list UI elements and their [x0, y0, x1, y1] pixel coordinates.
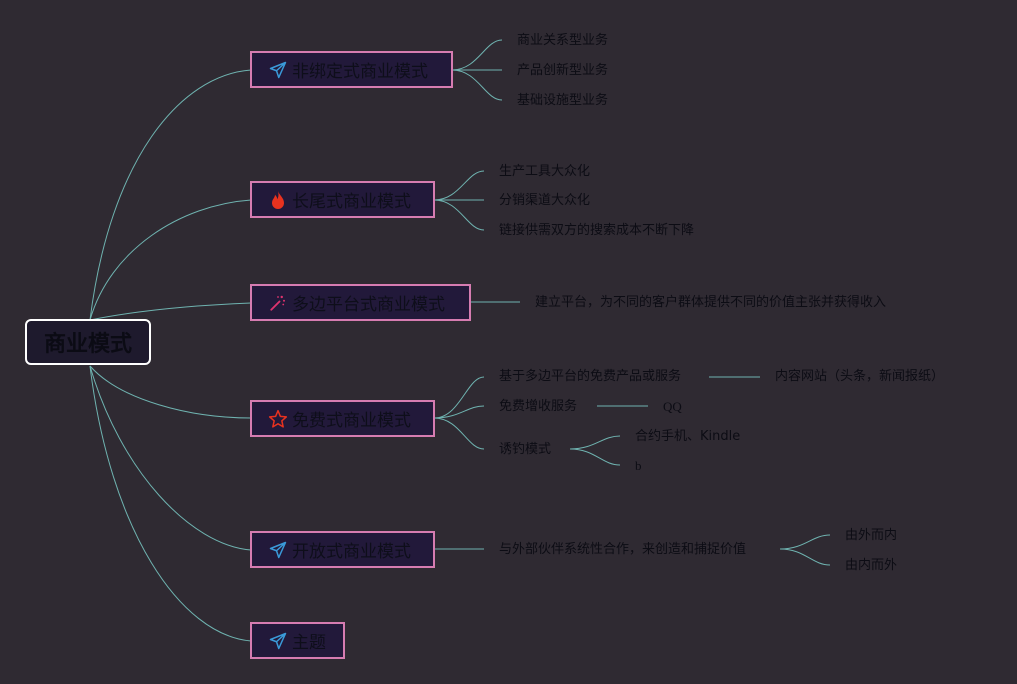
leaf-topic[interactable]: 诱钓模式: [499, 442, 552, 457]
leaf-topic[interactable]: 与外部伙伴系统性合作，来创造和捕捉价值: [499, 542, 747, 557]
paper-plane-icon: [268, 540, 288, 560]
branch-label: 主题: [292, 633, 326, 653]
leaf-topic[interactable]: 由外而内: [845, 528, 898, 543]
magic-wand-icon: [268, 293, 288, 313]
branch-topic-free[interactable]: 免费式商业模式: [250, 400, 435, 437]
leaf-topic[interactable]: QQ: [663, 399, 682, 414]
root-topic[interactable]: 商业模式: [25, 319, 151, 365]
leaf-topic[interactable]: 建立平台，为不同的客户群体提供不同的价值主张并获得收入: [535, 295, 887, 310]
leaf-topic[interactable]: 内容网站（头条，新闻报纸）: [775, 369, 945, 384]
paper-plane-icon: [268, 60, 288, 80]
branch-label: 开放式商业模式: [292, 542, 411, 562]
leaf-topic[interactable]: b: [635, 458, 642, 473]
branch-topic-long-tail[interactable]: 长尾式商业模式: [250, 181, 435, 218]
leaf-topic[interactable]: 链接供需双方的搜索成本不断下降: [499, 223, 695, 238]
branch-topic-unbundled[interactable]: 非绑定式商业模式: [250, 51, 453, 88]
leaf-topic[interactable]: 免费增收服务: [499, 399, 578, 414]
branch-topic-open[interactable]: 开放式商业模式: [250, 531, 435, 568]
branch-topic-multi-sided-platform[interactable]: 多边平台式商业模式: [250, 284, 471, 321]
star-icon: [268, 409, 288, 429]
root-topic-label: 商业模式: [43, 332, 132, 357]
paper-plane-icon: [268, 631, 288, 651]
leaf-topic[interactable]: 商业关系型业务: [517, 33, 609, 48]
leaf-topic[interactable]: 基础设施型业务: [517, 93, 609, 108]
branch-label: 长尾式商业模式: [292, 192, 411, 212]
leaf-topic[interactable]: 由内而外: [845, 558, 898, 573]
leaf-topic[interactable]: 产品创新型业务: [517, 63, 609, 78]
leaf-topic[interactable]: 分销渠道大众化: [499, 193, 591, 208]
branch-label: 非绑定式商业模式: [292, 62, 428, 82]
branch-label: 免费式商业模式: [292, 411, 411, 431]
branch-label: 多边平台式商业模式: [292, 295, 445, 315]
fire-icon: [268, 190, 288, 210]
leaf-topic[interactable]: 生产工具大众化: [499, 164, 591, 179]
leaf-topic[interactable]: 合约手机、Kindle: [635, 429, 741, 444]
leaf-topic[interactable]: 基于多边平台的免费产品或服务: [499, 369, 682, 384]
branch-topic-theme[interactable]: 主题: [250, 622, 345, 659]
